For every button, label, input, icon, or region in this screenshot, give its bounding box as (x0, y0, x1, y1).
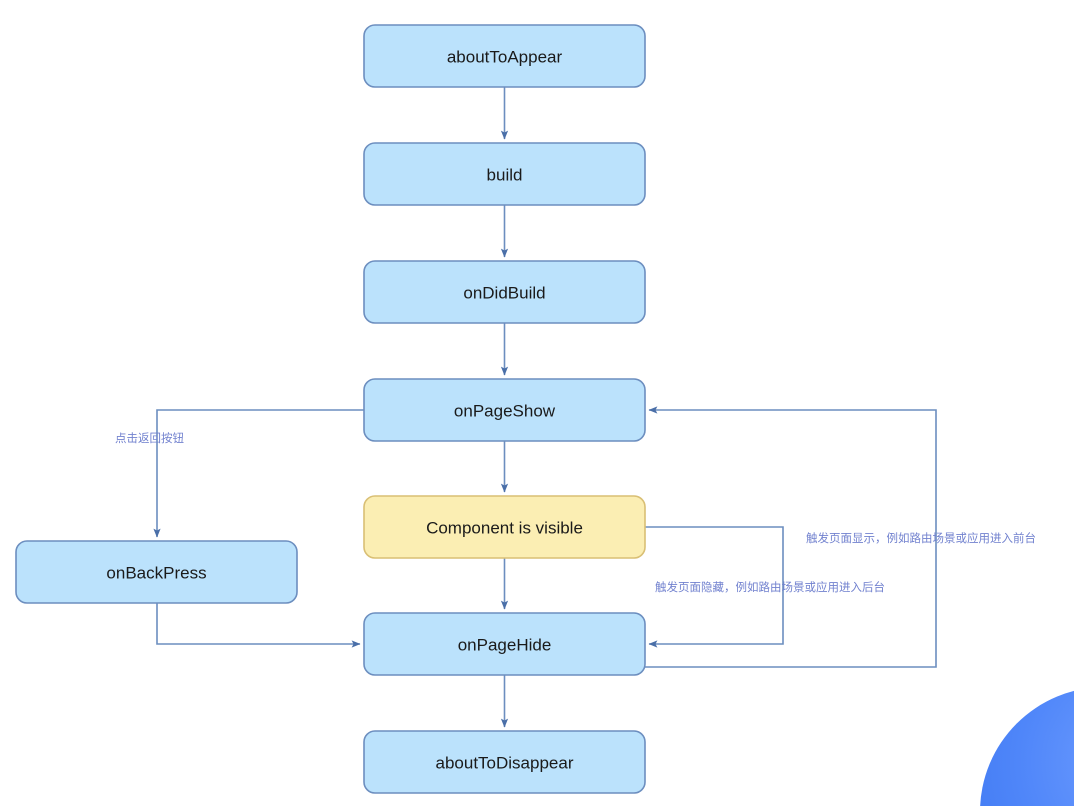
node-label-build: build (487, 166, 523, 185)
node-onBackPress[interactable]: onBackPress (15, 540, 298, 604)
node-build[interactable]: build (363, 142, 646, 206)
node-onPageShow[interactable]: onPageShow (363, 378, 646, 442)
edge-onPageHide-to-onPageShow (645, 406, 937, 668)
node-component-is-visible[interactable]: Component is visible (363, 495, 646, 559)
node-onPageHide[interactable]: onPageHide (363, 612, 646, 676)
node-label-onPageShow: onPageShow (454, 402, 556, 421)
node-aboutToAppear[interactable]: aboutToAppear (363, 24, 646, 88)
node-aboutToDisappear[interactable]: aboutToDisappear (363, 730, 646, 794)
edge-onPageShow-to-onBackPress (153, 409, 364, 538)
node-label-component-is-visible: Component is visible (426, 519, 583, 538)
node-label-onBackPress: onBackPress (106, 564, 206, 583)
edge-onBackPress-to-onPageHide (156, 603, 361, 648)
node-label-onDidBuild: onDidBuild (463, 284, 545, 303)
corner-blob-decoration (980, 690, 1074, 806)
node-label-onPageHide: onPageHide (458, 636, 552, 655)
edge-label-page-show: 触发页面显示，例如路由场景或应用进入前台 (806, 531, 1036, 545)
edge-componentVisible-to-onPageHide (645, 526, 784, 648)
node-onDidBuild[interactable]: onDidBuild (363, 260, 646, 324)
node-label-aboutToAppear: aboutToAppear (447, 48, 563, 67)
node-label-aboutToDisappear: aboutToDisappear (436, 754, 574, 773)
edge-label-back-press: 点击返回按钮 (115, 431, 184, 445)
edge-label-page-hide: 触发页面隐藏，例如路由场景或应用进入后台 (655, 580, 885, 594)
